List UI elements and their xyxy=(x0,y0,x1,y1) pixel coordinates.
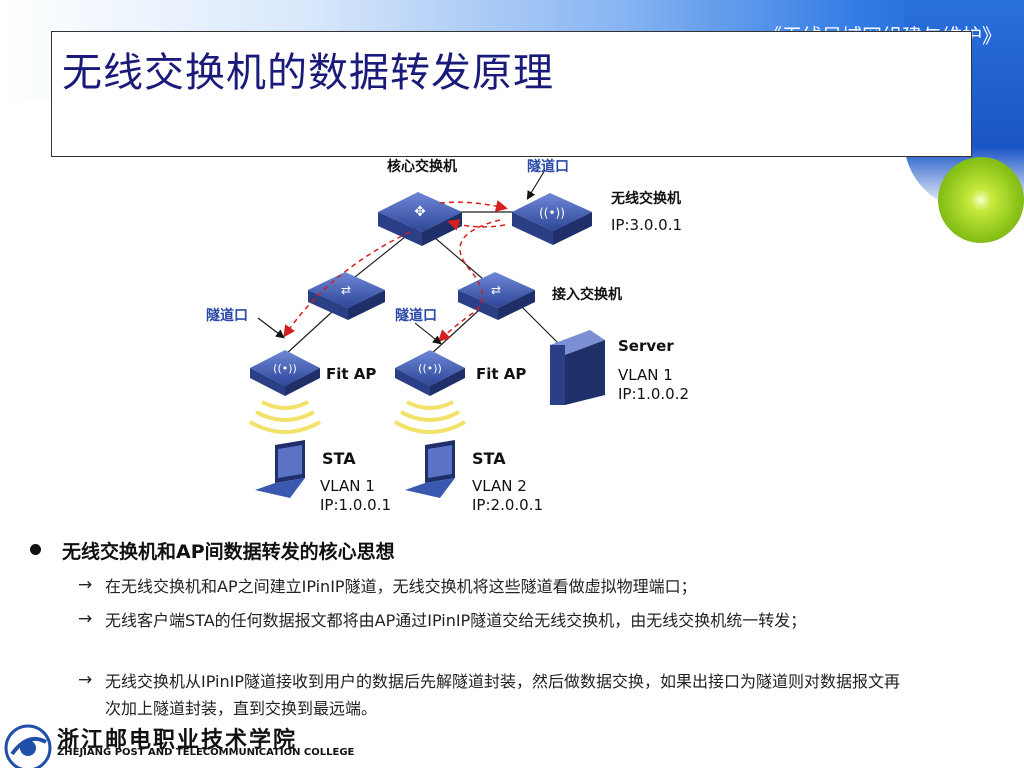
server-icon xyxy=(550,330,605,405)
server-ip: IP:1.0.0.2 xyxy=(618,385,690,403)
college-logo-icon xyxy=(4,724,52,768)
sta-right-vlan: VLAN 2 xyxy=(472,477,527,495)
sta-left-vlan: VLAN 1 xyxy=(320,477,375,495)
point-3: 无线交换机从IPinIP隧道接收到用户的数据后先解隧道封装，然后做数据交换，如果… xyxy=(105,672,900,718)
access-switch-label: 接入交换机 xyxy=(552,287,622,303)
sta-right-label: STA xyxy=(472,449,506,468)
svg-text:⇄: ⇄ xyxy=(491,283,501,297)
access-switch-left-icon: ⇄ xyxy=(308,272,385,320)
core-switch-icon: ✥ xyxy=(378,192,462,246)
title-box xyxy=(51,31,972,157)
point-1: 在无线交换机和AP之间建立IPinIP隧道，无线交换机将这些隧道看做虚拟物理端口… xyxy=(105,577,697,596)
wireless-switch-ip: IP:3.0.0.1 xyxy=(611,216,683,234)
green-ball-decoration xyxy=(938,157,1024,243)
bullet-dot-icon xyxy=(30,544,41,555)
fit-ap-left-label: Fit AP xyxy=(326,365,377,383)
fit-ap-right-label: Fit AP xyxy=(476,365,527,383)
fit-ap-right-icon: ((•)) xyxy=(395,350,465,396)
svg-text:((•)): ((•)) xyxy=(418,362,442,375)
college-name-en: ZHEJIANG POST AND TELECOMMUNICATION COLL… xyxy=(57,747,355,758)
svg-text:⇄: ⇄ xyxy=(341,283,351,297)
laptop-left-icon xyxy=(255,440,305,498)
wireless-switch-label: 无线交换机 xyxy=(611,191,681,207)
core-switch-label: 核心交换机 xyxy=(387,159,457,175)
sta-right-ip: IP:2.0.0.1 xyxy=(472,496,544,514)
wireless-switch-icon: ((•)) xyxy=(512,193,592,245)
svg-text:((•)): ((•)) xyxy=(273,362,297,375)
svg-text:✥: ✥ xyxy=(414,204,426,220)
main-point: 无线交换机和AP间数据转发的核心思想 xyxy=(62,541,395,563)
arrow-icon: → xyxy=(78,609,93,629)
network-diagram: ✥ ((•)) ⇄ ⇄ ((•)) ((•)) xyxy=(249,169,605,498)
tunnel-port-mid-label: 隧道口 xyxy=(395,308,437,324)
fit-ap-left-icon: ((•)) xyxy=(250,350,320,396)
sta-left-label: STA xyxy=(322,449,356,468)
access-switch-right-icon: ⇄ xyxy=(458,272,535,320)
svg-text:((•)): ((•)) xyxy=(539,206,565,220)
arrow-icon: → xyxy=(78,575,93,595)
college-name-cn: 浙江邮电职业技术学院 xyxy=(57,728,298,753)
sta-left-ip: IP:1.0.0.1 xyxy=(320,496,392,514)
server-vlan: VLAN 1 xyxy=(618,366,673,384)
laptop-right-icon xyxy=(405,440,455,498)
tunnel-port-top-label: 隧道口 xyxy=(527,159,569,175)
wifi-waves-left-icon xyxy=(249,400,321,434)
wifi-waves-right-icon xyxy=(394,400,466,434)
arrow-icon: → xyxy=(78,670,93,690)
server-label: Server xyxy=(618,337,674,355)
page-title: 无线交换机的数据转发原理 xyxy=(62,50,554,96)
point-2: 无线客户端STA的任何数据报文都将由AP通过IPinIP隧道交给无线交换机，由无… xyxy=(105,611,807,630)
tunnel-port-left-label: 隧道口 xyxy=(206,308,248,324)
